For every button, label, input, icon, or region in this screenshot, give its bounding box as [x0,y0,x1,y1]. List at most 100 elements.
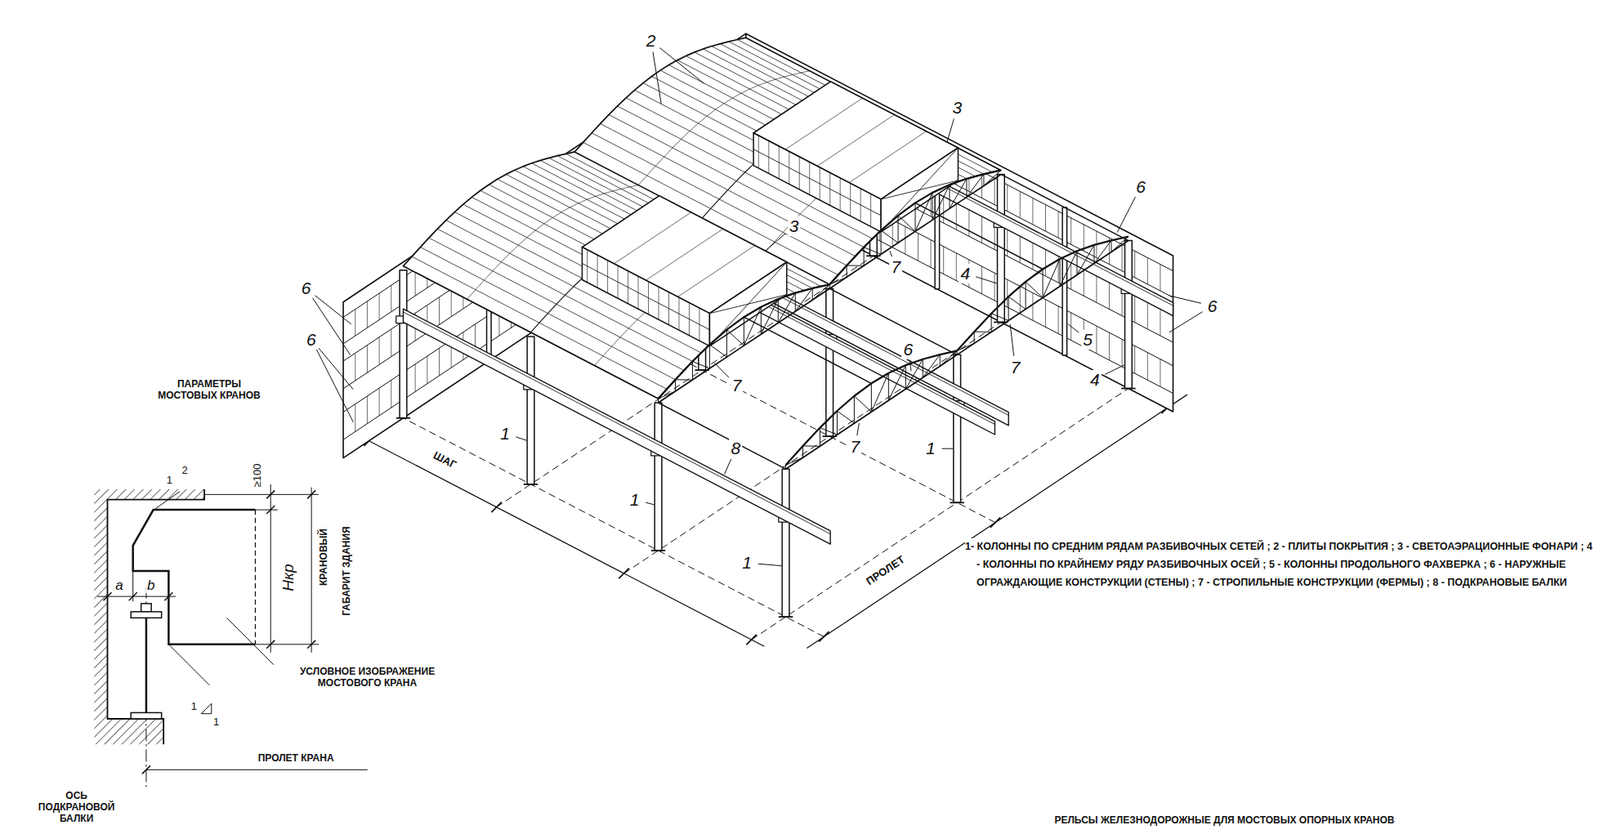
truss-top-chord [956,236,1129,352]
callout-number: 7 [1009,357,1023,377]
slope-line [168,644,210,686]
truss-web [819,428,837,436]
callout-number: 4 [1088,369,1102,389]
callout-number: 6 [304,330,318,350]
truss-web [853,396,855,424]
leader-line [909,361,912,372]
wall-mullion [981,215,983,244]
leader-line [724,459,732,475]
column-base [651,549,666,552]
callout-number: 5 [1081,330,1095,350]
grid-axis [384,408,824,638]
leader-line [659,48,704,85]
callout-number: 3 [787,216,801,237]
truss-web [819,428,821,447]
leader-line [857,423,860,436]
leader-line [941,448,953,450]
wall-mullion [904,226,906,255]
column [782,469,790,617]
lantern-transom [753,149,881,216]
structure-edge [107,489,205,745]
lantern-side [581,247,710,347]
column-base [949,501,964,504]
wall-mullion [968,209,970,237]
wall-mullion [1095,326,1097,354]
leader-line [889,250,893,257]
column [399,270,407,419]
column-base [1121,388,1136,390]
truss-web [863,247,865,267]
slope-number: ≥100 [250,461,264,489]
wall-mullion [943,246,944,275]
truss-web [965,178,967,198]
callout-number: 7 [849,437,863,457]
dimension-tick [818,631,829,642]
callout-number: 2 [644,31,658,51]
slope-leader [155,491,180,510]
truss-web [709,344,711,369]
lantern-roof-joint [817,114,894,166]
truss-web [802,446,804,458]
truss-bottom-chord [658,288,831,403]
truss-web [812,288,814,300]
truss-web [692,361,693,380]
truss-web [915,202,917,232]
truss-bottom-chord [829,174,1002,289]
dimension-lines [353,394,1188,649]
wall-mullion [1147,301,1149,330]
truss-web [1059,259,1061,287]
crane-beam-flange [130,612,161,618]
wall-mullion [390,329,392,358]
truss-web [1008,296,1010,321]
wall-mullion [1032,197,1033,224]
wall-mullion [366,396,368,425]
wall-mullion [1159,264,1161,291]
leader-line [1068,324,1079,333]
wall-mullion [994,178,996,205]
leader-line [515,437,527,441]
truss-web [1110,240,1112,252]
dimension-tick [990,517,1001,528]
truss-web [674,379,676,392]
walls [343,33,1173,458]
wall-mullion [1045,248,1046,277]
leader-line [1169,312,1203,333]
wall-mullion [994,272,996,301]
wall-mullion [1006,228,1008,257]
callout-number: 6 [902,339,916,360]
caption: КРАНОВЫЙ [318,527,331,588]
ridge-tie [915,202,1043,269]
lantern-side [753,133,881,233]
truss-web [898,215,899,243]
dimension-tick [142,765,151,774]
wall-mullion [917,233,919,262]
dimension-symbol: Нкр [279,562,298,593]
truss-web [1025,281,1027,309]
wall-mullion [1058,306,1060,335]
wall-mullion [1147,353,1149,381]
truss-web [898,215,916,233]
wall-mullion [1121,244,1123,271]
wall-mullion [1032,293,1033,322]
wall-mullion [1134,345,1136,374]
wall-mullion [390,379,392,408]
truss-web [726,330,728,358]
wall-mullion [1045,299,1046,328]
lantern-roof-joint [785,98,863,150]
callout-number: 1 [740,553,754,573]
callout-number: 8 [728,438,742,459]
truss-web [674,379,693,380]
roof [402,37,1001,399]
truss-web [726,330,744,347]
wall-mullion [379,337,380,366]
caption: ПРОЛЕТ КРАНА [256,753,336,765]
truss-web [760,307,762,335]
column [527,336,535,485]
truss-top-chord [658,284,831,399]
truss-top-chord [786,350,958,465]
leader-line [975,277,997,284]
slope-number: 1 [189,701,199,714]
wall-mullion [1006,279,1008,308]
